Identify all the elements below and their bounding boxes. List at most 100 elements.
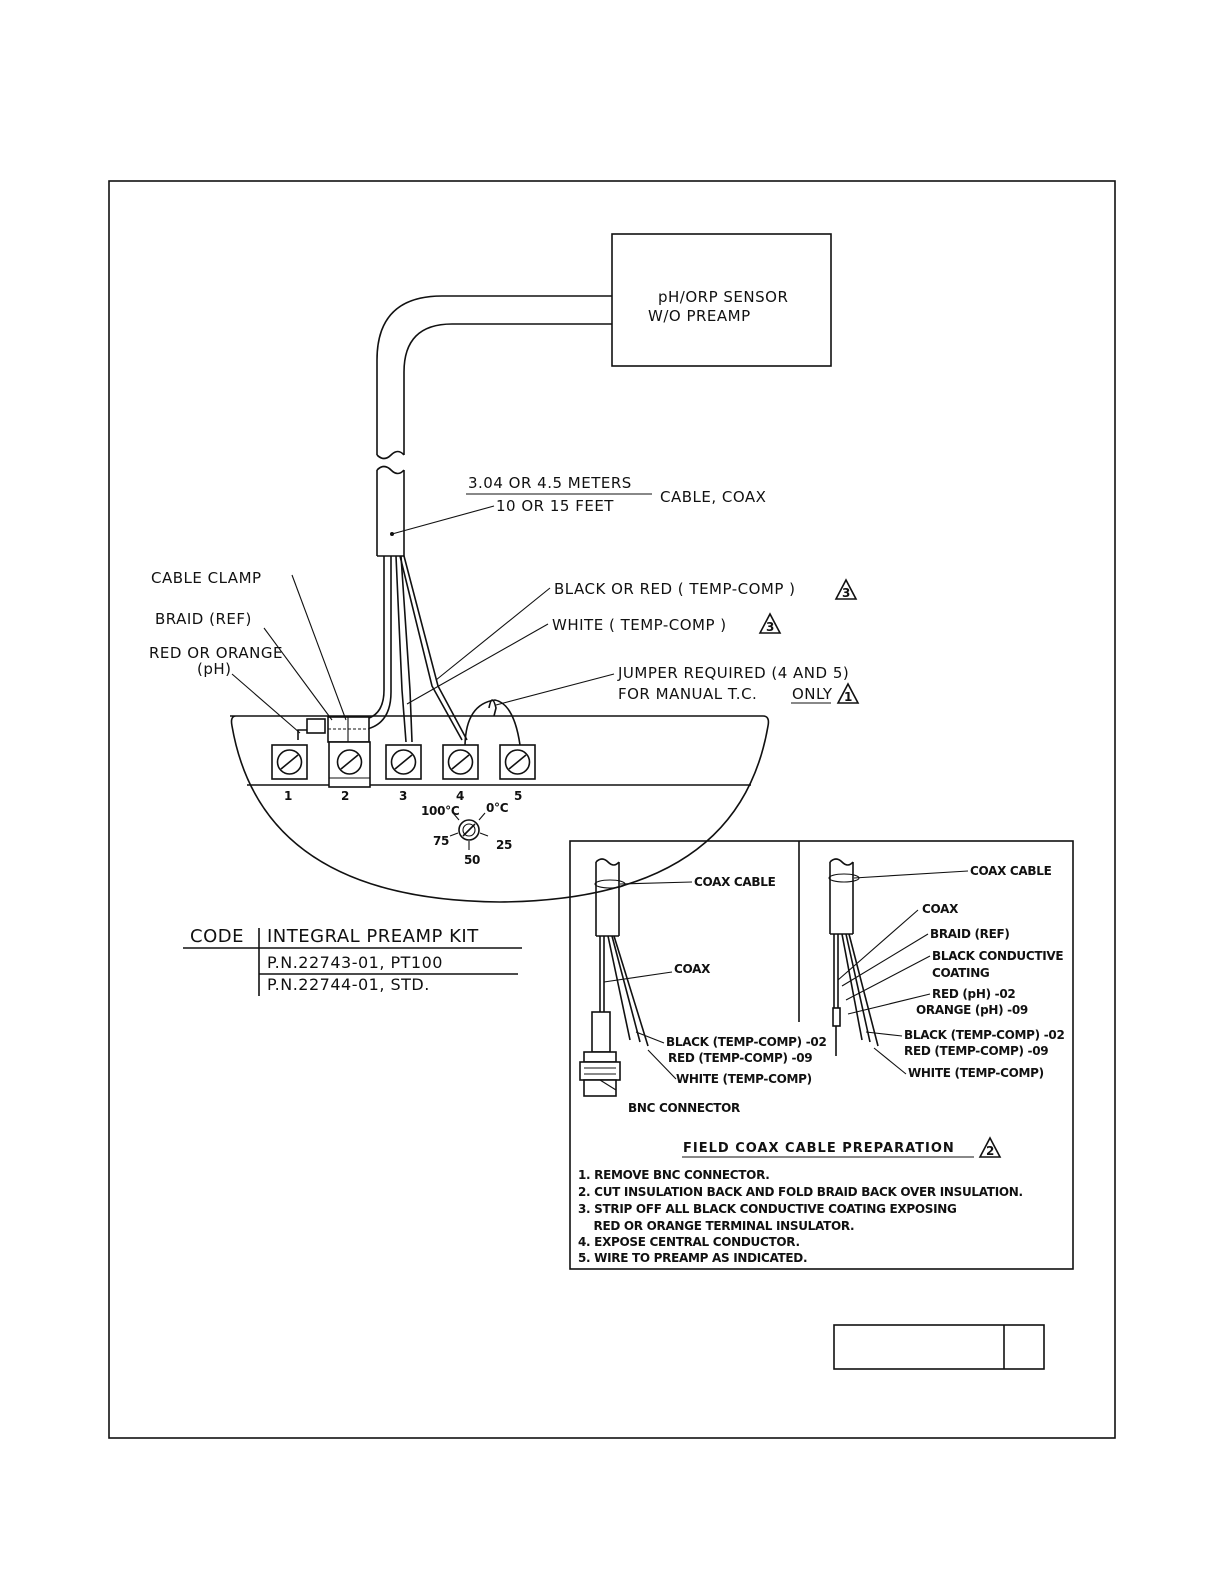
sensor-label-line2: W/O PREAMP <box>648 307 751 325</box>
note-3-triangle-2: 3 <box>758 612 782 634</box>
kit-table-title: INTEGRAL PREAMP KIT <box>267 926 479 947</box>
inset-left-red-label: RED (TEMP-COMP) -09 <box>668 1051 812 1065</box>
inset-right-coax-leader <box>837 909 919 981</box>
terminal-number-4: 4 <box>456 789 464 803</box>
inset-right-white-label: WHITE (TEMP-COMP) <box>908 1066 1044 1080</box>
prep-step-5: 5. WIRE TO PREAMP AS INDICATED. <box>578 1251 807 1265</box>
prep-step-3: 3. STRIP OFF ALL BLACK CONDUCTIVE COATIN… <box>578 1202 957 1216</box>
inset-right-braid-label: BRAID (REF) <box>930 927 1010 941</box>
cable-leader-dot <box>390 532 394 536</box>
braid-leader <box>263 627 333 721</box>
white-leader <box>406 623 549 705</box>
terminal-number-1: 1 <box>284 789 292 803</box>
svg-text:3: 3 <box>766 620 774 634</box>
note-2-triangle: 2 <box>978 1136 1002 1158</box>
inset-right-coax-label: COAX <box>922 902 959 916</box>
terminal-number-5: 5 <box>514 789 522 803</box>
inset-right-coating-label-2: COATING <box>932 966 989 980</box>
inset-right-black-label: BLACK (TEMP-COMP) -02 <box>904 1028 1065 1042</box>
prep-step-3-cont: RED OR ORANGE TERMINAL INSULATOR. <box>578 1219 854 1233</box>
terminal-1 <box>271 744 308 780</box>
inset-left-white-label: WHITE (TEMP-COMP) <box>676 1072 812 1086</box>
svg-text:3: 3 <box>842 586 850 600</box>
svg-text:2: 2 <box>986 1144 994 1158</box>
inset-right-cable <box>828 858 879 1056</box>
terminal-number-3: 3 <box>399 789 407 803</box>
cable-type-label: CABLE, COAX <box>660 488 766 506</box>
cable-prep-title: FIELD COAX CABLE PREPARATION <box>683 1141 955 1156</box>
inset-left-black-label: BLACK (TEMP-COMP) -02 <box>666 1035 827 1049</box>
red-orange-leader <box>231 673 301 734</box>
inset-left-black-leader <box>635 1031 665 1044</box>
terminal-2 <box>328 741 371 788</box>
dial-label-0c: 0°C <box>486 801 509 815</box>
coax-cable-lower <box>376 465 405 557</box>
terminal-3 <box>385 744 422 780</box>
cable-clamp <box>327 716 370 743</box>
sensor-box <box>611 233 832 367</box>
drawing-frame <box>108 180 1116 1439</box>
jumper-only-label: ONLY <box>792 685 833 703</box>
bnc-connector-label: BNC CONNECTOR <box>628 1101 740 1115</box>
inset-left-coax-leader <box>603 971 673 983</box>
black-red-leader <box>435 587 551 681</box>
cable-length-meters: 3.04 OR 4.5 METERS <box>468 474 632 492</box>
prep-step-1: 1. REMOVE BNC CONNECTOR. <box>578 1168 770 1182</box>
inset-right-red-leader <box>847 993 931 1015</box>
cable-leader-line <box>391 505 495 535</box>
jumper-leader <box>495 673 615 706</box>
jumper-label-line2: FOR MANUAL T.C. <box>618 685 757 703</box>
black-red-wire-label: BLACK OR RED ( TEMP-COMP ) <box>554 580 796 598</box>
wires <box>297 555 468 743</box>
inset-right-red-label: RED (pH) -02 <box>932 987 1015 1001</box>
braid-label: BRAID (REF) <box>155 610 252 628</box>
note-3-triangle-1: 3 <box>834 578 858 600</box>
inset-right-coax-cable-leader <box>853 870 969 879</box>
dial-label-100c: 100°C <box>421 804 460 818</box>
inset-right-orange-label: ORANGE (pH) -09 <box>916 1003 1028 1017</box>
cable-clamp-leader <box>291 574 347 721</box>
terminal-5 <box>499 744 536 780</box>
inset-right-red-tc-label: RED (TEMP-COMP) -09 <box>904 1044 1048 1058</box>
dial-label-75: 75 <box>433 834 449 848</box>
prep-step-2: 2. CUT INSULATION BACK AND FOLD BRAID BA… <box>578 1185 1023 1199</box>
inset-right-coax-cable-label: COAX CABLE <box>970 864 1052 878</box>
inset-left-coax-cable-label: COAX CABLE <box>694 875 776 889</box>
inset-right-black-leader <box>865 1031 903 1037</box>
coax-cable-upper <box>376 295 612 460</box>
inset-right-coating-label-1: BLACK CONDUCTIVE <box>932 949 1063 963</box>
inset-left-coax-cable-leader <box>619 881 693 885</box>
terminal-4 <box>442 744 479 780</box>
cable-length-feet: 10 OR 15 FEET <box>496 497 614 515</box>
terminal-screws <box>271 741 536 788</box>
dial-label-25: 25 <box>496 838 512 852</box>
cable-clamp-label: CABLE CLAMP <box>151 569 262 587</box>
inset-right-coating-leader <box>845 955 931 1001</box>
red-orange-ph-label: (pH) <box>197 660 232 678</box>
title-block <box>833 1324 1045 1370</box>
dial-label-50: 50 <box>464 853 480 867</box>
prep-step-4: 4. EXPOSE CENTRAL CONDUCTOR. <box>578 1235 800 1249</box>
white-wire-label: WHITE ( TEMP-COMP ) <box>552 616 727 634</box>
temperature-dial <box>449 812 489 850</box>
jumper-loop <box>488 699 497 717</box>
jumper-label-line1: JUMPER REQUIRED (4 AND 5) <box>617 664 849 682</box>
jumper-wire <box>464 699 521 746</box>
sensor-label-line1: pH/ORP SENSOR <box>658 288 788 306</box>
inset-right-white-leader <box>873 1047 907 1075</box>
svg-text:1: 1 <box>844 690 852 704</box>
kit-row-std: P.N.22744-01, STD. <box>267 975 430 994</box>
kit-code-header: CODE <box>190 926 244 947</box>
terminal-board <box>230 715 770 903</box>
inset-left-cable <box>579 858 649 1097</box>
note-1-triangle: 1 <box>836 682 860 704</box>
inset-left-coax-label: COAX <box>674 962 711 976</box>
red-orange-label: RED OR ORANGE <box>149 644 283 662</box>
terminal-number-2: 2 <box>341 789 349 803</box>
cable-prep-inset <box>569 840 1074 1270</box>
inset-left-white-leader <box>647 1049 677 1080</box>
kit-row-pt100: P.N.22743-01, PT100 <box>267 953 443 972</box>
inset-right-braid-leader <box>841 933 929 987</box>
